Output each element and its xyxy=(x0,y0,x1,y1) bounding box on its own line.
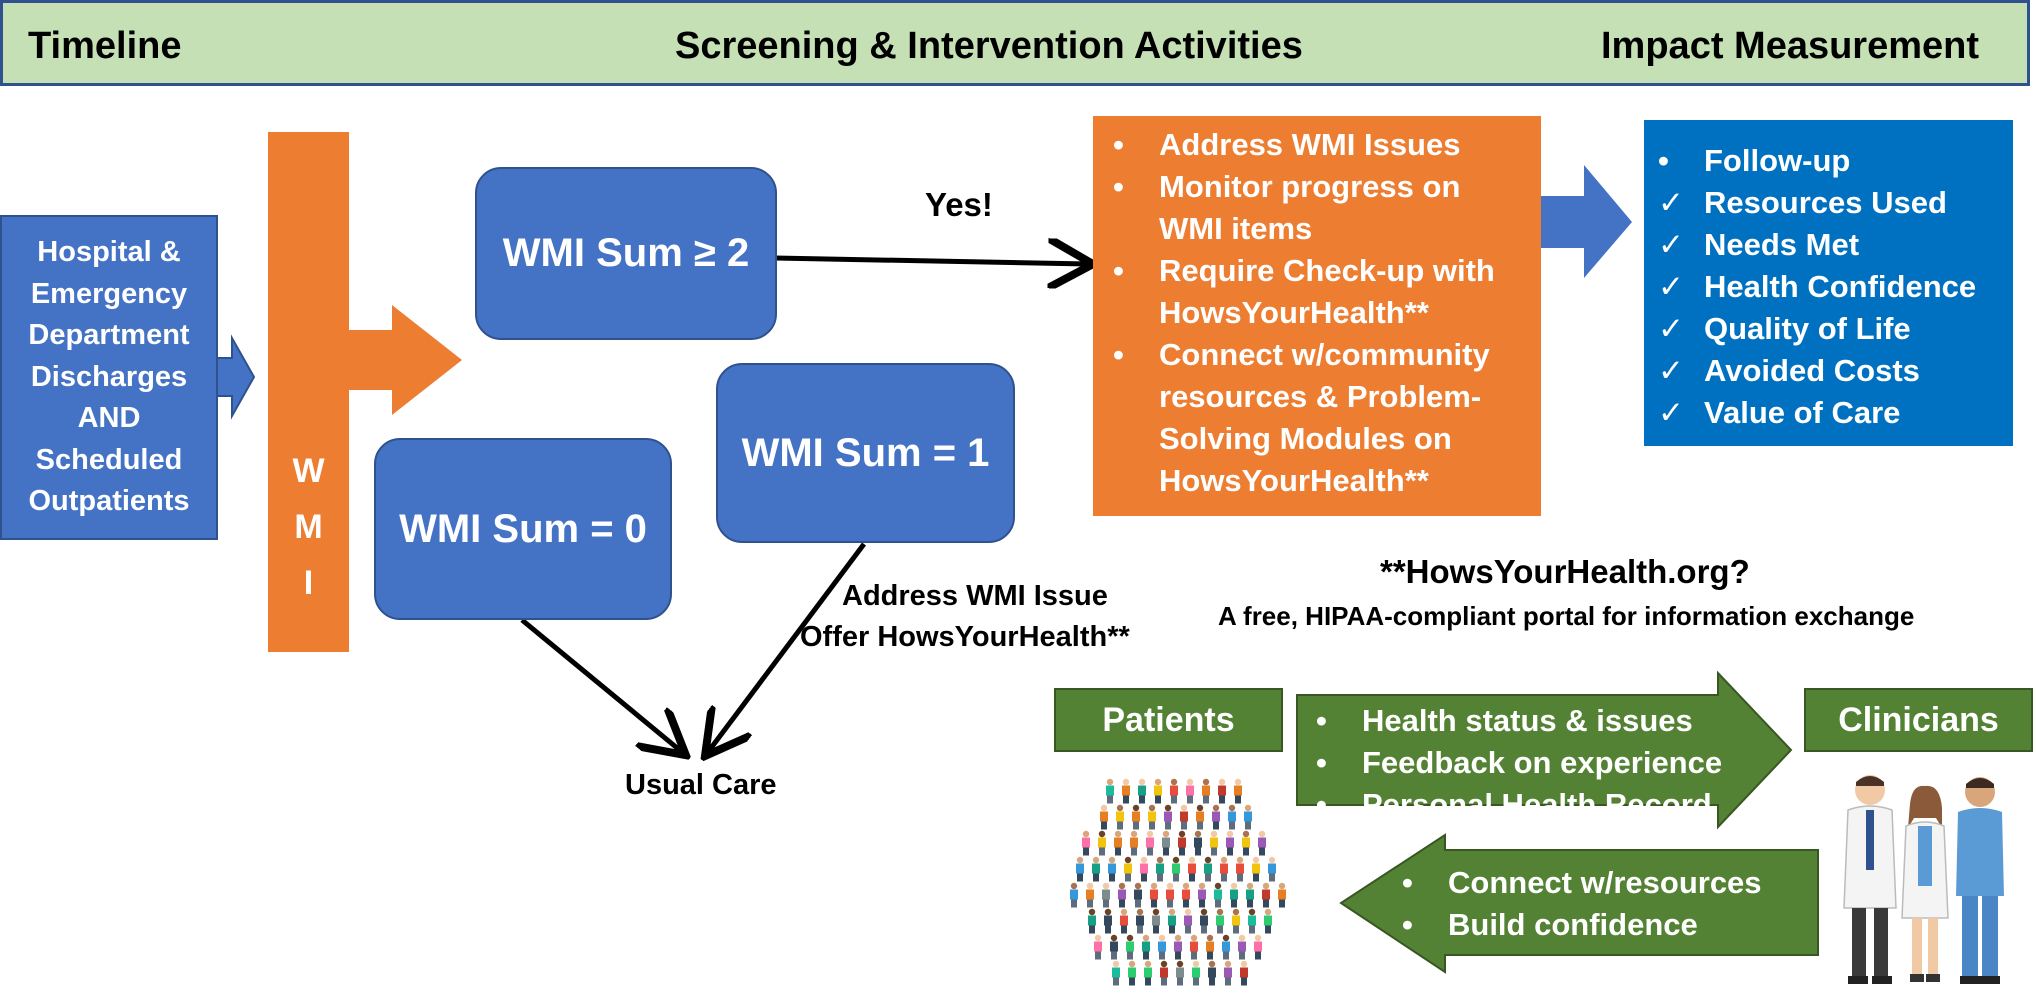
clinicians-icon xyxy=(1843,775,2004,984)
to-clinicians-item: Health status & issues xyxy=(1302,700,1722,742)
to-clinicians-list: Health status & issues Feedback on exper… xyxy=(1302,700,1722,826)
label-yes: Yes! xyxy=(925,186,993,223)
node-wmi-sum-ge-2: WMI Sum ≥ 2 xyxy=(475,167,777,340)
impact-item: Resources Used xyxy=(1644,182,2013,224)
impact-arrow xyxy=(1540,165,1632,278)
sum0-connector xyxy=(520,618,682,752)
impact-item-followup: Follow-up xyxy=(1644,140,2013,182)
actions-box: Address WMI Issues Monitor progress on W… xyxy=(1093,116,1541,516)
to-patients-item: Connect w/resources xyxy=(1388,862,1762,904)
actions-item: Require Check-up with HowsYourHealth** xyxy=(1099,250,1531,334)
discharge-line: AND xyxy=(77,402,141,435)
discharge-line: Department xyxy=(28,319,190,352)
wmi-letter: M xyxy=(294,508,323,546)
impact-item: Quality of Life xyxy=(1644,308,2013,350)
wmi-arrow xyxy=(348,305,462,415)
yes-connector xyxy=(774,258,1088,264)
hyh-subtitle: A free, HIPAA-compliant portal for infor… xyxy=(1218,601,1915,631)
label-usual-care: Usual Care xyxy=(625,769,777,801)
discharge-line: Scheduled xyxy=(35,443,183,476)
sum1-connector xyxy=(708,542,866,752)
crowd-icon xyxy=(1070,778,1286,986)
header-impact: Impact Measurement xyxy=(1601,25,1980,67)
discharge-arrow xyxy=(215,334,256,420)
clinicians-label: Clinicians xyxy=(1804,688,2033,752)
impact-item: Avoided Costs xyxy=(1644,350,2013,392)
header-screening: Screening & Intervention Activities xyxy=(675,25,1303,67)
wmi-letter: W xyxy=(292,452,325,490)
label-offer-hyh: Offer HowsYourHealth** xyxy=(800,621,1130,653)
impact-item: Value of Care xyxy=(1644,392,2013,434)
to-patients-list: Connect w/resources Build confidence xyxy=(1388,862,1762,946)
impact-box: Follow-up Resources Used Needs Met Healt… xyxy=(1644,120,2013,446)
header-band: Timeline Screening & Intervention Activi… xyxy=(0,0,2030,86)
discharge-box: Hospital & Emergency Department Discharg… xyxy=(0,215,218,540)
actions-item: Monitor progress on WMI items xyxy=(1099,166,1531,250)
wmi-bar: W M I xyxy=(268,132,349,652)
discharge-line: Discharges xyxy=(30,360,188,393)
wmi-letter: I xyxy=(303,564,314,602)
actions-item: Address WMI Issues xyxy=(1099,124,1531,166)
node-wmi-sum-1: WMI Sum = 1 xyxy=(716,363,1015,543)
node-wmi-sum-0: WMI Sum = 0 xyxy=(374,438,672,620)
actions-item: Connect w/community resources & Problem-… xyxy=(1099,334,1531,502)
label-address-issue: Address WMI Issue xyxy=(842,580,1108,612)
header-timeline: Timeline xyxy=(28,25,182,67)
discharge-line: Outpatients xyxy=(28,485,190,518)
discharge-line: Emergency xyxy=(30,277,188,310)
impact-item: Health Confidence xyxy=(1644,266,2013,308)
patients-label: Patients xyxy=(1054,688,1283,752)
to-patients-item: Build confidence xyxy=(1388,904,1762,946)
to-clinicians-item: Personal Health Record xyxy=(1302,784,1722,826)
discharge-line: Hospital & xyxy=(37,236,181,269)
impact-item: Needs Met xyxy=(1644,224,2013,266)
to-clinicians-item: Feedback on experience xyxy=(1302,742,1722,784)
hyh-title: **HowsYourHealth.org? xyxy=(1380,553,1750,590)
